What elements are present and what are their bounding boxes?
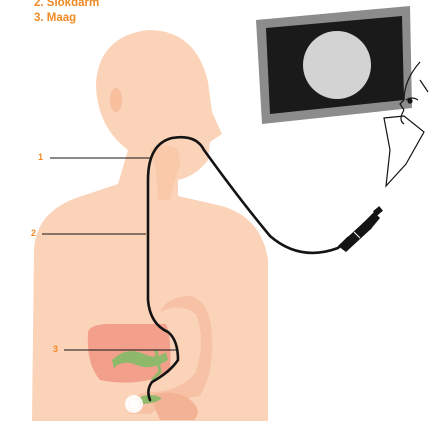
endoscope-light-core (130, 400, 138, 408)
doctor-eye (407, 98, 412, 103)
ear (110, 88, 122, 112)
marker-2: 2 (31, 228, 36, 238)
endoscope-handle (338, 206, 383, 252)
marker-1: 1 (38, 152, 43, 162)
marker-3: 3 (53, 344, 58, 354)
monitor (256, 6, 412, 124)
